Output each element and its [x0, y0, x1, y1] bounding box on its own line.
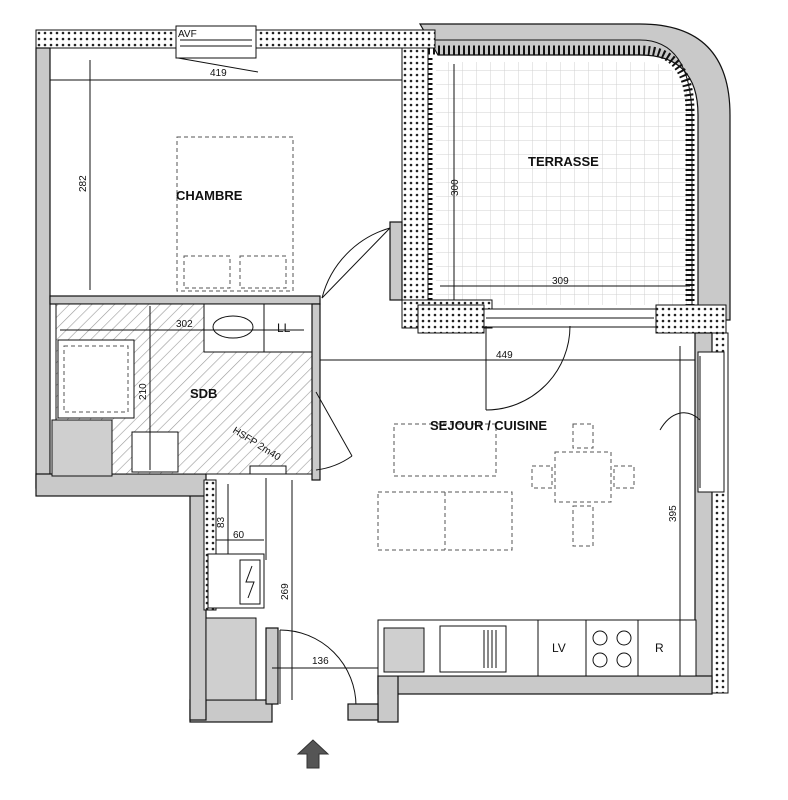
dim-entry-width: 136	[312, 656, 329, 667]
dim-hall-height: 269	[280, 583, 291, 600]
dim-sdb-width: 302	[176, 319, 193, 330]
r-label: R	[655, 641, 664, 655]
avf-label: AVF	[178, 29, 197, 40]
dim-sejour-width: 449	[496, 350, 513, 361]
dim-cupboard-width: 60	[233, 530, 245, 541]
sejour-room: LV R SEJOUR / CUISINE	[377, 308, 725, 677]
terrasse-area	[418, 23, 731, 321]
hall-area	[205, 553, 379, 769]
terrasse-label: TERRASSE	[528, 154, 599, 169]
dim-terrasse-width: 309	[552, 276, 569, 287]
sdb-room: LL SDB HSFP 2m40	[51, 303, 353, 481]
dimension-labels: 419 282 300 309 302 210 449 395 83 60 26…	[78, 68, 679, 667]
dim-hall-small: 83	[216, 516, 227, 528]
chambre-label: CHAMBRE	[176, 188, 243, 203]
dimension-lines	[50, 60, 695, 700]
lv-label: LV	[552, 641, 566, 655]
dim-sdb-height: 210	[138, 383, 149, 400]
chambre-room: CHAMBRE	[49, 136, 403, 305]
sdb-label: SDB	[190, 386, 217, 401]
electric-panel-icon	[239, 559, 261, 605]
dim-sejour-height: 395	[668, 505, 679, 522]
sejour-label: SEJOUR / CUISINE	[430, 418, 547, 433]
avf-window: AVF	[175, 25, 259, 73]
entrance-arrow-icon	[296, 739, 330, 769]
dim-chambre-width: 419	[210, 68, 227, 79]
dim-chambre-height: 282	[78, 175, 89, 192]
dim-terrasse-height: 300	[450, 179, 461, 196]
ll-label: LL	[277, 321, 291, 335]
